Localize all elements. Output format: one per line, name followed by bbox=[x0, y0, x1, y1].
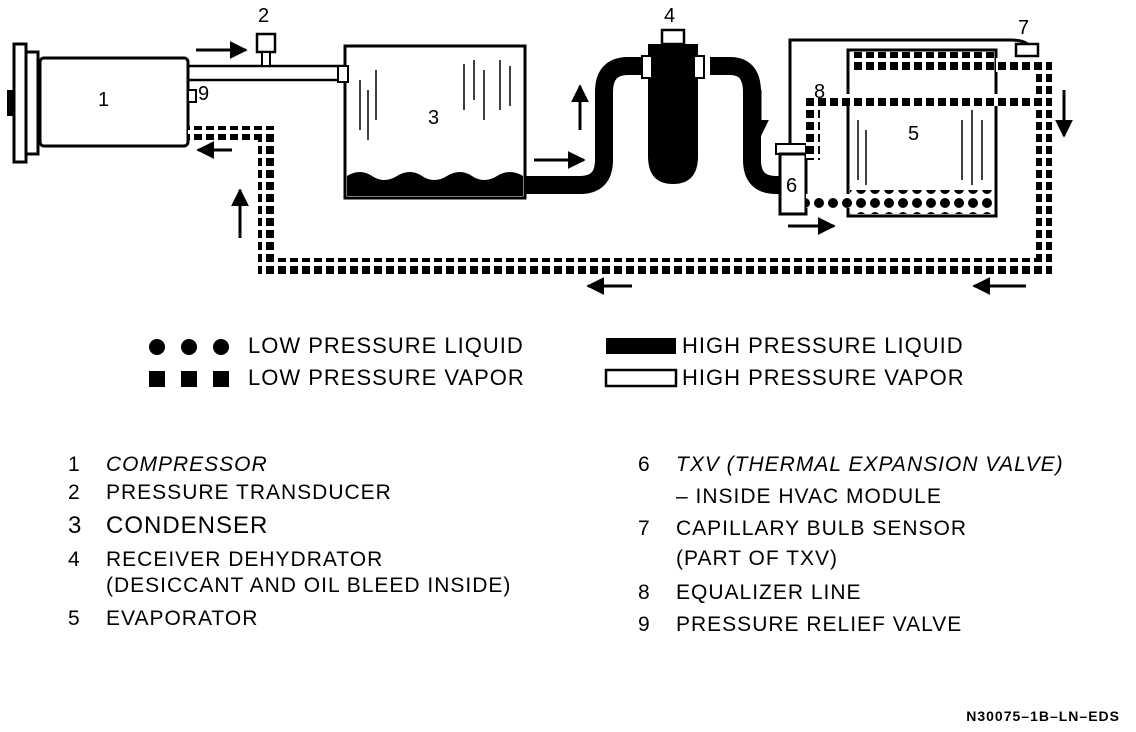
callout-4: 4 bbox=[664, 5, 675, 27]
compressor-pulley bbox=[7, 42, 40, 164]
legend-low-pressure-liquid: LOW PRESSURE LIQUID bbox=[248, 333, 524, 358]
legend-swatch-low-liquid bbox=[149, 339, 229, 355]
high-pressure-vapor-line bbox=[188, 64, 345, 82]
callout-7: 7 bbox=[1018, 17, 1029, 39]
evaporator bbox=[846, 48, 998, 218]
legend-low-pressure-vapor: LOW PRESSURE VAPOR bbox=[248, 365, 525, 390]
callout-9: 9 bbox=[198, 83, 209, 105]
callout-2: 2 bbox=[258, 5, 269, 27]
equalizer-line bbox=[806, 94, 1036, 106]
receiver-dehydrator bbox=[641, 28, 705, 184]
callout-5: 5 bbox=[908, 123, 919, 145]
callout-3: 3 bbox=[428, 107, 439, 129]
callout-8: 8 bbox=[814, 81, 825, 103]
condenser bbox=[337, 44, 527, 200]
pressure-transducer bbox=[255, 32, 277, 67]
legend-high-pressure-liquid: HIGH PRESSURE LIQUID bbox=[682, 333, 964, 358]
low-pressure-liquid-line bbox=[806, 194, 850, 208]
callout-6: 6 bbox=[786, 175, 797, 197]
low-pressure-vapor-line bbox=[188, 58, 1052, 274]
legend-high-pressure-vapor: HIGH PRESSURE VAPOR bbox=[682, 365, 965, 390]
pressure-relief-valve bbox=[187, 89, 197, 103]
legend-swatch-high-liquid bbox=[606, 338, 676, 354]
flow-arrows bbox=[196, 41, 1073, 295]
figure-code: N30075–1B–LN–EDS bbox=[966, 708, 1120, 724]
callout-1: 1 bbox=[98, 89, 109, 111]
equalizer-drop bbox=[806, 100, 820, 160]
legend-swatch-low-vapor bbox=[149, 371, 229, 387]
legend-swatch-high-vapor bbox=[604, 368, 678, 388]
compressor bbox=[38, 56, 190, 148]
txv bbox=[775, 143, 808, 216]
capillary-bulb-sensor bbox=[1014, 42, 1040, 58]
